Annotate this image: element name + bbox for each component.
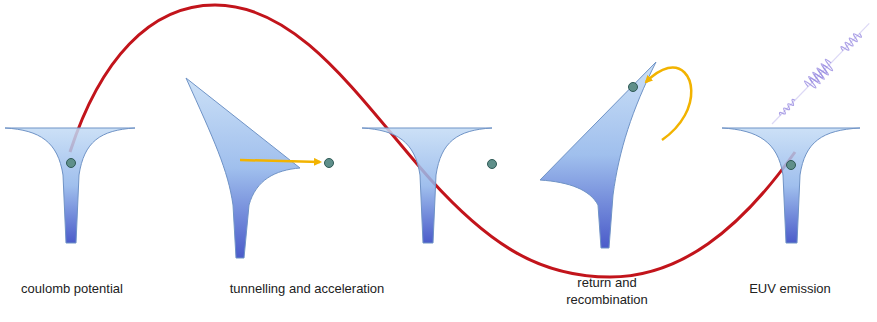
- step-label: coulomb potential: [21, 280, 123, 297]
- electron: [67, 159, 76, 168]
- tunnel-arrow: [240, 160, 320, 162]
- coulomb-well: [5, 128, 135, 243]
- euv-pulse: [767, 19, 874, 129]
- return-arrow: [646, 67, 691, 140]
- electron: [787, 161, 796, 170]
- electron: [629, 83, 638, 92]
- step-label: tunnelling and acceleration: [230, 280, 385, 297]
- coulomb-well: [362, 128, 492, 243]
- step-label: EUV emission: [749, 280, 831, 297]
- electron: [488, 160, 497, 169]
- coulomb-well: [722, 128, 860, 243]
- tilted-well: [186, 78, 300, 258]
- tilted-well: [540, 62, 656, 248]
- step-label: return and recombination: [552, 274, 662, 308]
- electron: [325, 159, 334, 168]
- field-curve: [70, 5, 795, 277]
